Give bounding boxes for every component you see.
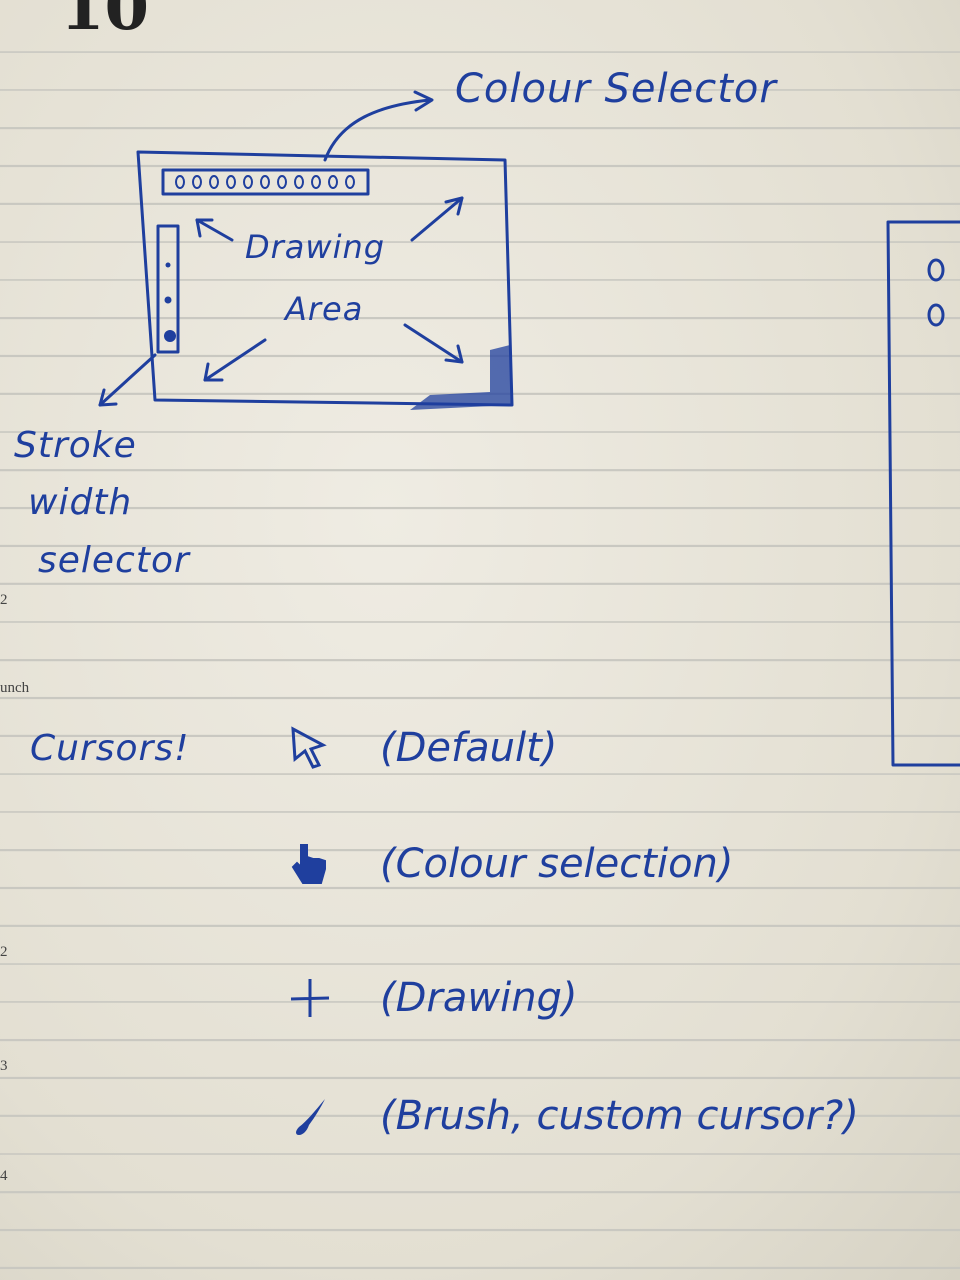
cursor-item-brush: (Brush, custom cursor?)	[280, 1086, 859, 1146]
drawing-area-label: Drawing	[245, 228, 386, 266]
drawing-area-arrow-ne	[410, 196, 464, 242]
cursor-label: (Default)	[380, 725, 558, 771]
margin-label: 3	[0, 1058, 8, 1074]
colour-selector-label: Colour Selector	[455, 66, 777, 112]
cursor-label: (Colour selection)	[380, 841, 734, 887]
partial-window-frame	[886, 220, 960, 767]
cursor-item-drawing: (Drawing)	[280, 968, 578, 1028]
stroke-width-label: width	[28, 482, 133, 523]
margin-label: 2	[0, 592, 8, 608]
colour-selector-arrow	[323, 98, 432, 162]
stroke-width-arrow	[98, 353, 157, 407]
crosshair-icon	[280, 968, 340, 1028]
margin-label: unch	[0, 680, 30, 696]
stroke-width-label: Stroke	[14, 425, 137, 466]
drawing-area-label: Area	[285, 290, 364, 328]
drawing-area-arrow-sw	[203, 338, 267, 382]
drawing-area-arrow-se	[403, 323, 464, 364]
colour-selector-bar	[161, 168, 370, 196]
cursor-item-colour-selection: (Colour selection)	[280, 834, 734, 894]
cursor-label: (Drawing)	[380, 975, 578, 1021]
drawing-window-frame	[136, 150, 514, 407]
cursors-heading: Cursors!	[30, 728, 190, 769]
page-number: 10	[60, 0, 150, 45]
brush-icon	[280, 1086, 340, 1146]
cursor-item-default: (Default)	[280, 718, 557, 778]
hand-pointer-icon	[280, 834, 340, 894]
arrow-pointer-icon	[280, 718, 340, 778]
stroke-width-selector-bar	[156, 224, 180, 354]
drawing-area-arrow-nw	[195, 218, 234, 242]
stroke-width-label: selector	[38, 540, 190, 581]
margin-label: 4	[0, 1168, 8, 1184]
margin-label: 2	[0, 944, 8, 960]
cursor-label: (Brush, custom cursor?)	[380, 1093, 859, 1139]
colour-swatches	[175, 175, 355, 189]
